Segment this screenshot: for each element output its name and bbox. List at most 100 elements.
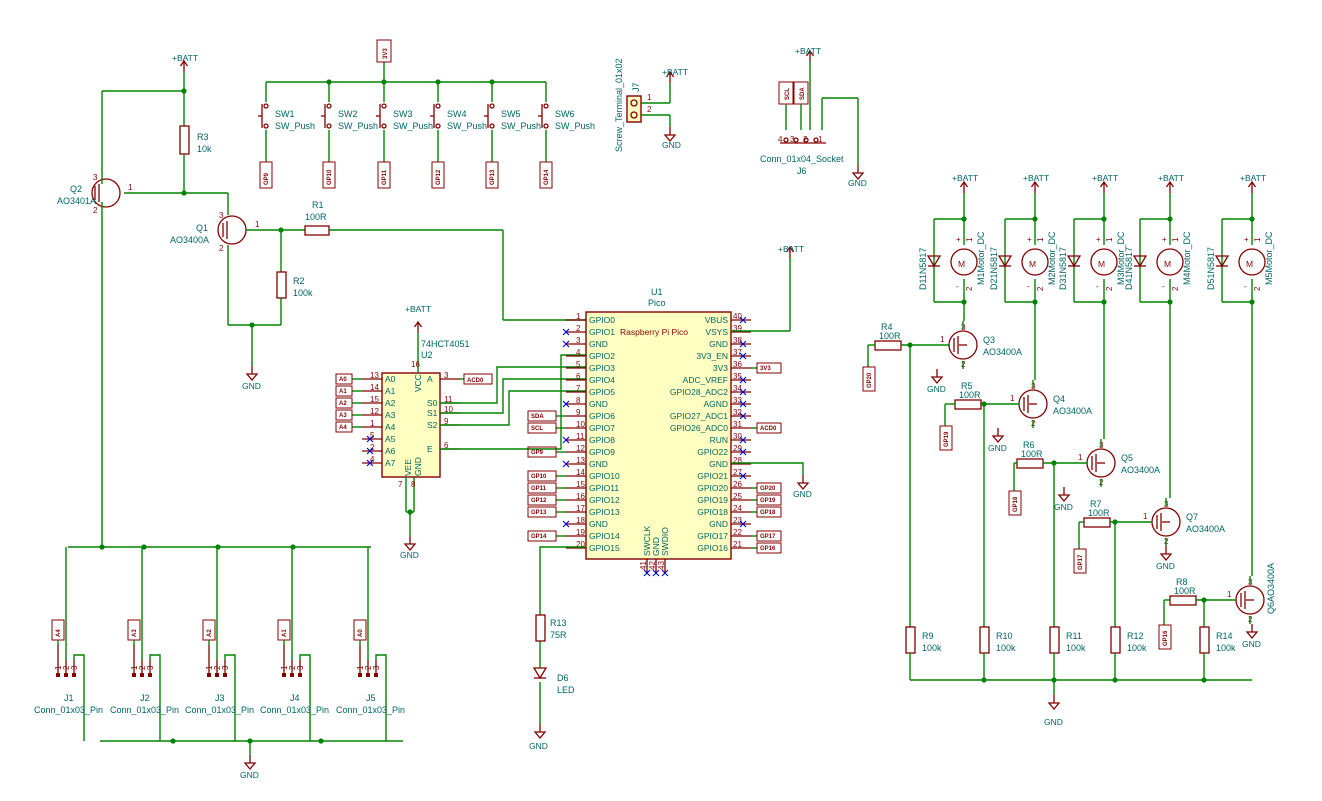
svg-text:GPIO6: GPIO6: [589, 411, 615, 421]
svg-text:Q6AO3400A: Q6AO3400A: [1266, 563, 1276, 614]
svg-text:1: 1: [1105, 237, 1114, 242]
svg-text:1: 1: [128, 183, 133, 192]
svg-text:GPIO15: GPIO15: [589, 543, 620, 553]
svg-text:A7: A7: [385, 458, 396, 468]
svg-text:GND: GND: [400, 550, 419, 560]
svg-text:28: 28: [733, 456, 742, 465]
high-side-switch: +BATT R3 10k 1 3 2 Q2 AO3401A 1 3 2 Q1 A…: [57, 53, 586, 547]
switch-ref: SW3: [393, 109, 413, 119]
svg-text:R10: R10: [996, 631, 1013, 641]
svg-text:100k: 100k: [922, 643, 942, 653]
switch-net-label: GP9: [259, 161, 273, 189]
j6-socket: SCL SDA +BATT GND 4 3 2 1 Conn_01x04_Soc…: [760, 46, 867, 188]
u1-net-label: GP11: [527, 482, 557, 494]
svg-text:GND: GND: [589, 519, 608, 529]
svg-text:S0: S0: [427, 398, 438, 408]
svg-text:40: 40: [733, 312, 742, 321]
svg-text:10: 10: [576, 420, 585, 429]
u1-net-label: GP18: [756, 506, 782, 518]
svg-text:GP17: GP17: [760, 534, 776, 540]
svg-text:GP11: GP11: [531, 486, 547, 492]
svg-text:GP20: GP20: [760, 486, 776, 492]
svg-text:VCC: VCC: [413, 374, 423, 392]
j6-value: Conn_01x04_Socket: [760, 154, 844, 164]
svg-text:2: 2: [576, 324, 581, 333]
svg-text:25: 25: [733, 492, 742, 501]
svg-text:GND: GND: [1054, 502, 1073, 512]
svg-text:GPIO27_ADC1: GPIO27_ADC1: [670, 411, 728, 421]
driver-net-label: GP17: [1073, 548, 1087, 574]
svg-text:GP13: GP13: [490, 169, 496, 185]
svg-text:3: 3: [219, 211, 224, 220]
svg-text:11: 11: [444, 395, 453, 404]
svg-text:18: 18: [576, 516, 585, 525]
svg-text:10: 10: [444, 405, 453, 414]
svg-text:35: 35: [733, 372, 742, 381]
svg-text:3: 3: [576, 336, 581, 345]
svg-text:E: E: [427, 444, 433, 454]
svg-text:VBUS: VBUS: [705, 315, 728, 325]
svg-text:M: M: [958, 259, 965, 269]
svg-text:J3: J3: [215, 693, 225, 703]
svg-text:-: -: [1244, 282, 1247, 291]
svg-text:100R: 100R: [305, 212, 327, 222]
svg-text:20: 20: [576, 540, 585, 549]
svg-text:M: M: [1164, 259, 1171, 269]
svg-text:13: 13: [370, 371, 379, 380]
svg-text:24: 24: [733, 504, 742, 513]
svg-text:GP10: GP10: [327, 169, 333, 185]
svg-text:23: 23: [733, 516, 742, 525]
svg-text:J4: J4: [290, 693, 300, 703]
svg-text:RUN: RUN: [710, 435, 728, 445]
mux-input-label: A3: [335, 409, 353, 421]
driver-net-label: GP20: [862, 366, 876, 392]
svg-text:2: 2: [1105, 286, 1114, 291]
svg-text:GP19: GP19: [760, 498, 776, 504]
svg-text:A3: A3: [385, 410, 396, 420]
svg-text:D21N5817: D21N5817: [989, 247, 999, 290]
svg-text:AO3400A: AO3400A: [983, 347, 1022, 357]
svg-text:GPIO21: GPIO21: [697, 471, 728, 481]
svg-text:D31N5817: D31N5817: [1058, 247, 1068, 290]
svg-text:J2: J2: [140, 693, 150, 703]
svg-text:75R: 75R: [550, 630, 567, 640]
svg-text:GP9: GP9: [531, 450, 544, 456]
svg-text:2: 2: [1171, 286, 1180, 291]
svg-text:M1Motor_DC: M1Motor_DC: [976, 231, 986, 285]
svg-text:4: 4: [576, 348, 581, 357]
svg-text:GP14: GP14: [531, 534, 547, 540]
svg-text:GP12: GP12: [531, 498, 547, 504]
svg-text:R8: R8: [1176, 577, 1188, 587]
svg-text:GND: GND: [709, 339, 728, 349]
svg-text:D51N5817: D51N5817: [1206, 247, 1216, 290]
u1-net-label: GP17: [756, 530, 782, 542]
svg-text:R7: R7: [1090, 499, 1102, 509]
svg-text:1: 1: [130, 665, 139, 670]
svg-text:Q1: Q1: [196, 223, 208, 233]
mux-input-label: A2: [335, 397, 353, 409]
svg-text:R9: R9: [922, 631, 934, 641]
u1-net-label: GP16: [756, 542, 782, 554]
svg-text:27: 27: [733, 468, 742, 477]
switch-ref: SW2: [338, 109, 358, 119]
header-net-label: A2: [202, 619, 216, 641]
svg-text:2: 2: [647, 105, 652, 114]
svg-text:2: 2: [965, 286, 974, 291]
svg-text:A2: A2: [207, 629, 213, 637]
svg-text:1: 1: [940, 335, 945, 344]
svg-text:39: 39: [733, 324, 742, 333]
